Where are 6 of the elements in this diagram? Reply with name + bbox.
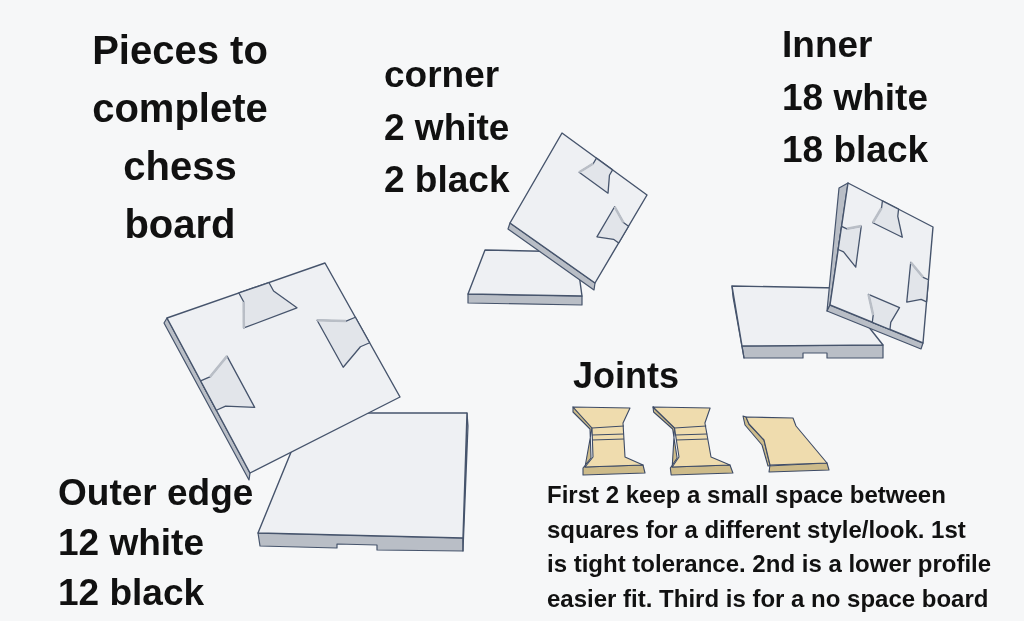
heading: Joints — [573, 354, 679, 398]
part-count-label: Inner 18 white 18 black — [782, 23, 929, 172]
part-count-label: corner 2 white 2 black — [384, 53, 510, 202]
title: Pieces to complete chess board — [91, 27, 269, 248]
description-text: First 2 keep a small space between squares for a different style/look. 1st is tight tolerance. 2nd is a lower profile easier fit. Third is for a no space board — [547, 480, 992, 614]
part-count-label: Outer edge 12 white 12 black — [58, 471, 254, 615]
